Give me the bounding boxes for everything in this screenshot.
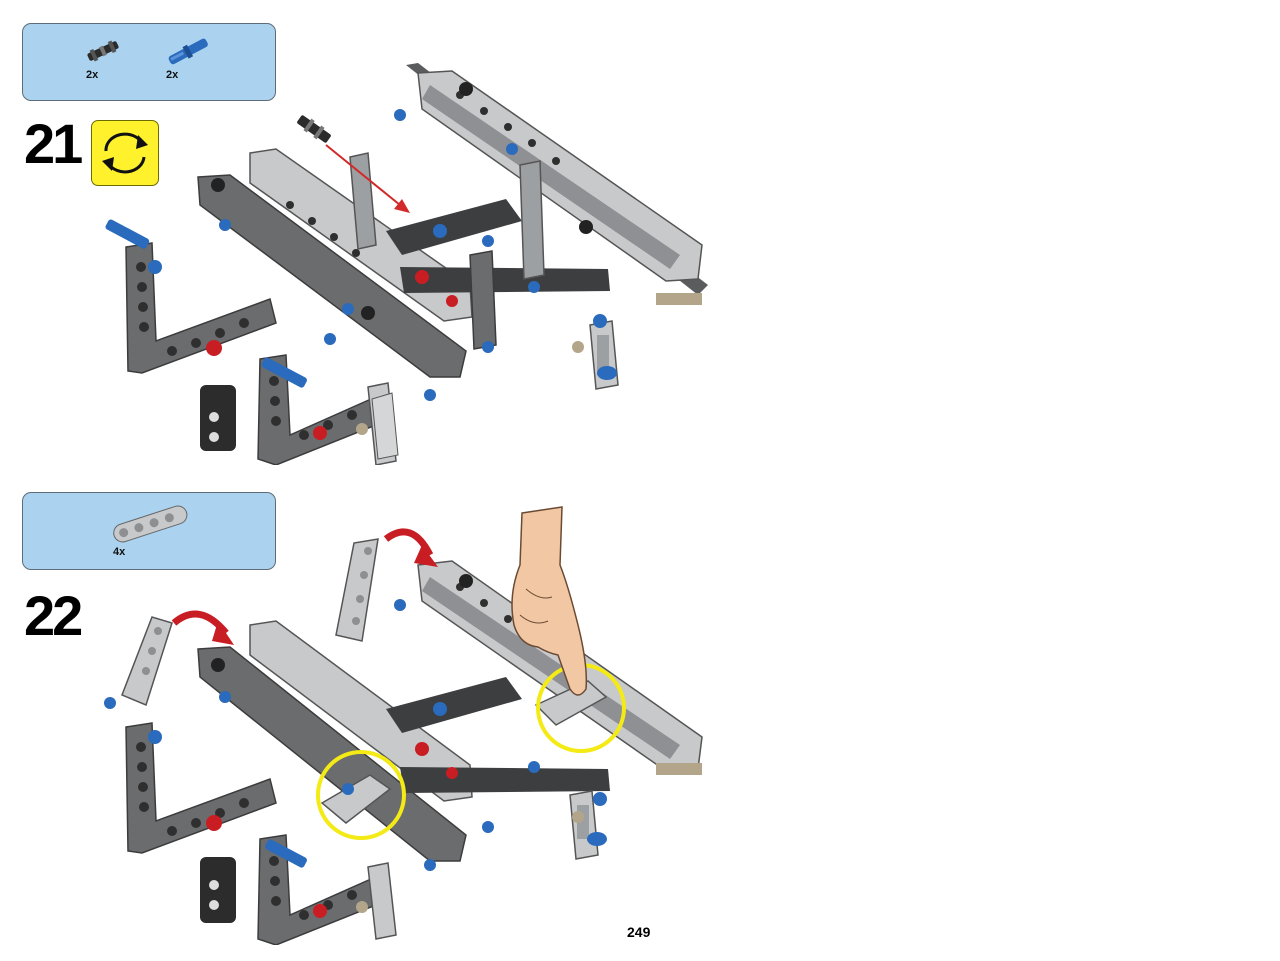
part-quantity: 2x (166, 69, 179, 81)
rotate-arrows-icon (102, 132, 148, 174)
rotate-model-badge (91, 120, 159, 186)
pointing-hand-icon (511, 506, 588, 696)
step-number: 22 (24, 584, 83, 647)
part-quantity: 4x (113, 546, 126, 558)
step-22-assembly-illustration (104, 506, 703, 945)
step-number: 21 (24, 112, 83, 175)
part-quantity: 2x (86, 69, 99, 81)
step-21-parts-box: 2x 2x (22, 23, 276, 101)
blue-axle-pin-icon (168, 38, 208, 65)
step-21-assembly-illustration (105, 63, 708, 465)
page-number: 249 (627, 924, 651, 940)
black-axle-connector-icon (87, 40, 119, 62)
light-gray-beam-4-icon (113, 505, 188, 543)
step-22-parts-box: 4x (22, 492, 276, 570)
